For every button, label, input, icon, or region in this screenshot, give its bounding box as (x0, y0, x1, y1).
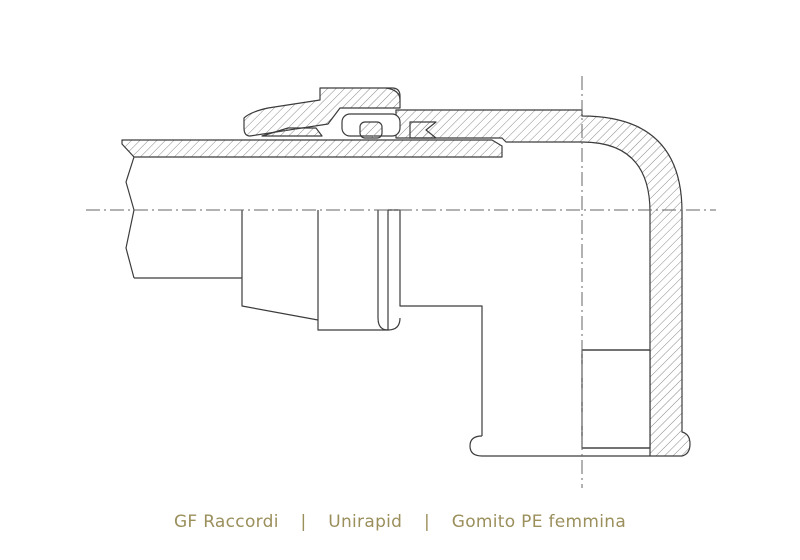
socket-rim (469, 435, 650, 457)
caption: GF Raccordi | Unirapid | Gomito PE femmi… (0, 512, 800, 532)
pipe-wall-section (121, 139, 503, 158)
insert-profile (241, 210, 389, 331)
technical-drawing-elbow-fitting (86, 76, 716, 488)
nut-top-section (243, 87, 401, 137)
caption-product: Unirapid (328, 512, 403, 532)
grip-teeth (261, 127, 323, 137)
caption-item: Gomito PE femmina (451, 512, 627, 532)
fitting-inner-outline (241, 209, 650, 457)
caption-separator-1: | (300, 512, 307, 532)
pipe-break-line (125, 156, 135, 279)
elbow-body (395, 109, 691, 457)
insert-rounded-end (377, 210, 401, 331)
o-ring-seal (359, 121, 383, 139)
caption-brand: GF Raccordi (173, 512, 279, 532)
elbow-wall-section (395, 109, 691, 457)
inner-bore-outline (388, 209, 483, 436)
nut-lip (385, 87, 401, 101)
elbow-socket-bore (581, 349, 651, 449)
pe-pipe (121, 139, 503, 279)
caption-separator-2: | (424, 512, 431, 532)
lip-seal (409, 121, 437, 139)
